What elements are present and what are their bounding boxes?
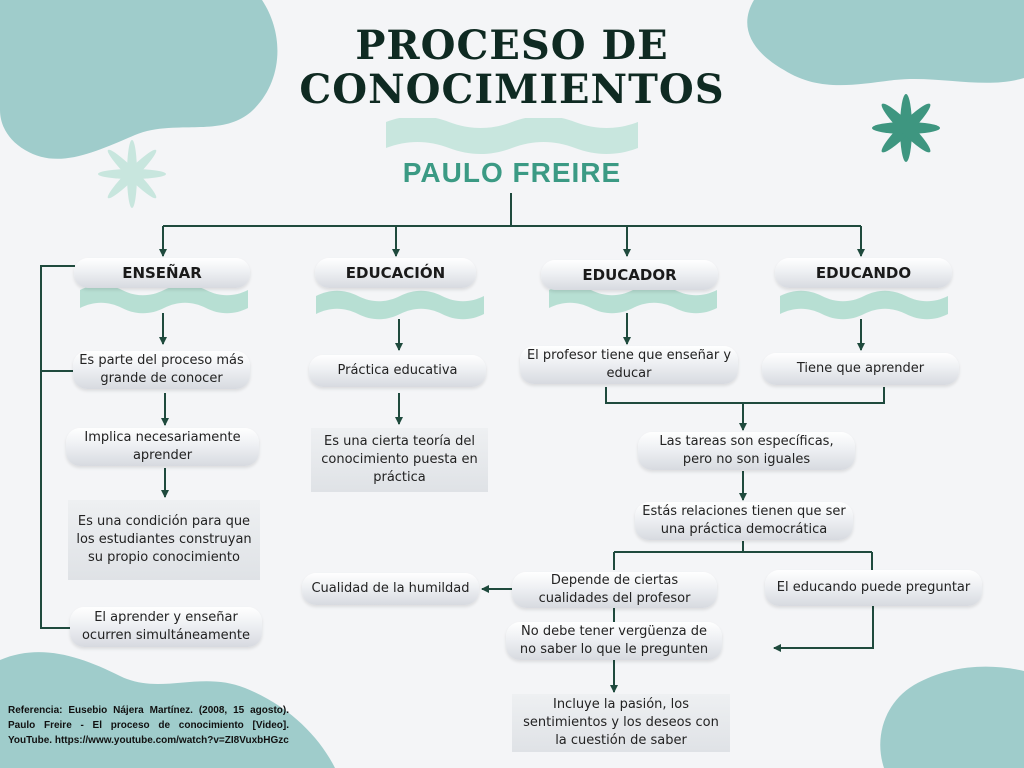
title-wave-decoration (386, 118, 638, 154)
tareas-node: Las tareas son específicas, pero no son … (638, 432, 855, 470)
depende-node: Depende de ciertas cualidades del profes… (512, 572, 717, 608)
reference-text: Referencia: Eusebio Nájera Martínez. (20… (8, 705, 289, 746)
top-right-blob (747, 0, 1024, 86)
relaciones-node: Estás relaciones tienen que ser una prác… (635, 502, 853, 540)
ensenar-item-1: Es parte del proceso más grande de conoc… (73, 351, 250, 389)
title-line-1: PROCESO DE (355, 22, 669, 69)
educando-item-1: Tiene que aprender (762, 353, 959, 385)
educador-item-1: El profesor tiene que enseñar y educar (520, 346, 738, 384)
column-waves (80, 284, 948, 320)
green-star-icon (872, 94, 940, 162)
subtitle: PAULO FREIRE (402, 157, 622, 188)
top-left-blob (0, 0, 278, 159)
header-ensenar: ENSEÑAR (74, 258, 250, 288)
header-educador: EDUCADOR (541, 260, 718, 290)
educacion-item-1: Práctica educativa (309, 355, 486, 387)
humildad-node: Cualidad de la humildad (302, 573, 479, 605)
header-educacion: EDUCACIÓN (315, 258, 476, 288)
ensenar-item-4: El aprender y enseñar ocurren simultánea… (70, 607, 262, 647)
educacion-item-2: Es una cierta teoría del conocimiento pu… (311, 428, 488, 492)
title-line-2: CONOCIMIENTOS (299, 66, 725, 113)
header-educando: EDUCANDO (775, 258, 952, 288)
verguenza-node: No debe tener vergüenza de no saber lo q… (506, 622, 722, 660)
preguntar-node: El educando puede preguntar (765, 570, 982, 606)
bottom-right-blob (880, 666, 1024, 768)
ensenar-item-2: Implica necesariamente aprender (66, 428, 259, 466)
light-star-icon (98, 140, 166, 208)
pasion-node: Incluye la pasión, los sentimientos y lo… (512, 694, 730, 752)
ensenar-item-3: Es una condición para que los estudiante… (68, 500, 260, 580)
bottom-left-blob (0, 652, 335, 768)
